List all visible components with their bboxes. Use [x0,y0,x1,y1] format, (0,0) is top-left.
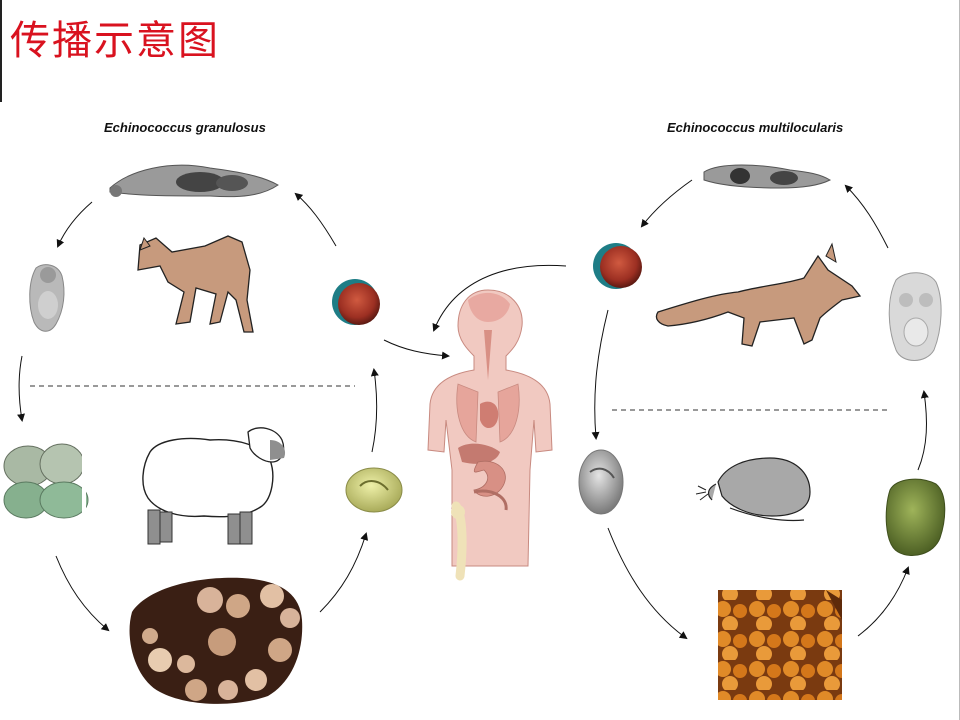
egg-icon [578,449,624,515]
page-title: 传播示意图 [10,18,220,64]
dog-icon [137,235,254,333]
alveolar-tissue-icon [718,590,842,700]
sheep-icon [142,427,286,545]
egg-icon [332,279,380,325]
adult-tapeworm-icon [109,164,279,198]
protoscolex-icon [29,264,65,332]
hydatid-cyst-icon [3,443,89,519]
rodent-icon [695,457,811,522]
egg-icon [345,467,403,513]
frame-left-line [0,0,2,102]
protoscolex-icon [888,272,942,361]
hydatid-cyst-icon [885,478,946,556]
hydatid-cyst-icon [129,577,303,704]
human-body-icon [427,289,553,581]
egg-icon [593,243,642,289]
adult-tapeworm-icon [703,164,832,189]
fox-icon [655,242,862,347]
species-label-granulosus: Echinococcus granulosus [104,120,266,135]
species-label-multilocularis: Echinococcus multilocularis [667,120,844,135]
